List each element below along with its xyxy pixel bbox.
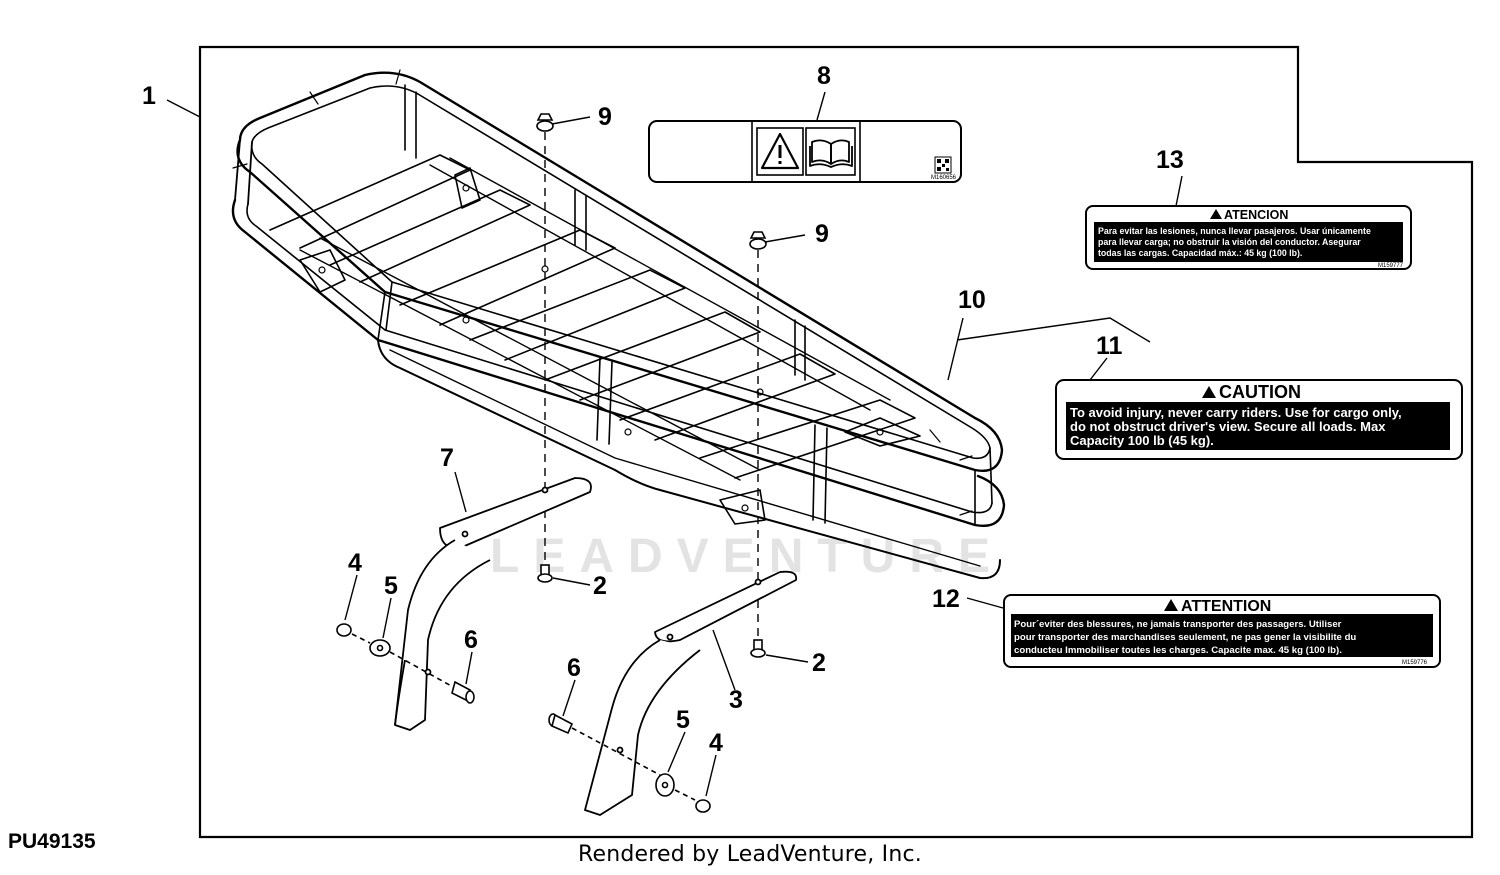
decal-11: CAUTION To avoid injury, never carry rid…	[1055, 379, 1463, 460]
decal-12: ATTENTION Pour´eviter des blessures, ne …	[1003, 594, 1441, 668]
callout-7: 7	[440, 444, 454, 472]
flange-nut-9-right	[749, 231, 767, 250]
leader-lines	[166, 91, 1183, 797]
decal-13-line-1: Para evitar las lesiones, nunca llevar p…	[1098, 226, 1371, 236]
frame-border	[198, 45, 1474, 839]
callout-6-right: 6	[567, 654, 581, 682]
hardware-left	[336, 623, 475, 704]
callout-12: 12	[932, 585, 960, 613]
decal-11-line-3: Capacity 100 lb (45 kg).	[1070, 433, 1214, 448]
decal-8-code: M160656	[931, 175, 957, 181]
bracket-7	[394, 477, 592, 731]
bolt-2-right	[750, 639, 766, 658]
decal-12-line-1: Pour´eviter des blessures, ne jamais tra…	[1014, 619, 1342, 630]
callout-1: 1	[142, 82, 156, 110]
bolt-2-left	[537, 564, 553, 583]
decal-12-code: M159776	[1402, 660, 1428, 666]
callout-3: 3	[729, 686, 743, 714]
decal-12-line-3: conducteu Immobiliser toutes les charges…	[1014, 645, 1342, 656]
callout-4-left: 4	[348, 549, 362, 577]
flange-nut-9-left	[536, 113, 554, 132]
decal-11-line-2: do not obstruct driver's view. Secure al…	[1070, 419, 1386, 434]
decal-13-title: ATENCION	[1224, 208, 1288, 222]
qr-code-icon	[934, 156, 952, 174]
decal-13-code: M159777	[1378, 263, 1404, 269]
callout-8: 8	[817, 62, 831, 90]
callout-4-right: 4	[709, 729, 723, 757]
warning-triangle-icon	[760, 132, 800, 170]
decal-13-line-2: para llevar carga; no obstruir la visión…	[1098, 237, 1361, 247]
watermark: LEADVENTURE	[490, 530, 1004, 583]
decal-12-line-2: pour transporter des marchandises seulem…	[1014, 632, 1356, 643]
callout-9-upper: 9	[598, 103, 612, 131]
decal-8: M160656	[648, 120, 962, 183]
decal-13: ATENCION Para evitar las lesiones, nunca…	[1085, 205, 1412, 270]
fastener-axis-lines	[544, 132, 759, 640]
callout-5-right: 5	[676, 706, 690, 734]
callout-2-lower: 2	[812, 649, 826, 677]
callout-5-left: 5	[384, 572, 398, 600]
callout-6-left: 6	[464, 626, 478, 654]
callout-9-lower: 9	[815, 220, 829, 248]
bracket-3	[584, 570, 798, 816]
drawing-code: PU49135	[8, 830, 96, 853]
decal-11-title: CAUTION	[1219, 382, 1301, 402]
manual-book-icon	[809, 139, 853, 168]
cargo-basket	[231, 69, 1006, 580]
callout-2-upper: 2	[593, 572, 607, 600]
callout-13: 13	[1156, 146, 1184, 174]
hardware-right	[548, 713, 711, 813]
callout-11: 11	[1096, 332, 1123, 360]
callout-10: 10	[958, 286, 986, 314]
decal-13-line-3: todas las cargas. Capacidad máx.: 45 kg …	[1098, 248, 1302, 258]
decal-12-title: ATTENTION	[1181, 598, 1271, 615]
decal-11-line-1: To avoid injury, never carry riders. Use…	[1070, 405, 1402, 420]
footer-credit: Rendered by LeadVenture, Inc.	[578, 842, 922, 867]
